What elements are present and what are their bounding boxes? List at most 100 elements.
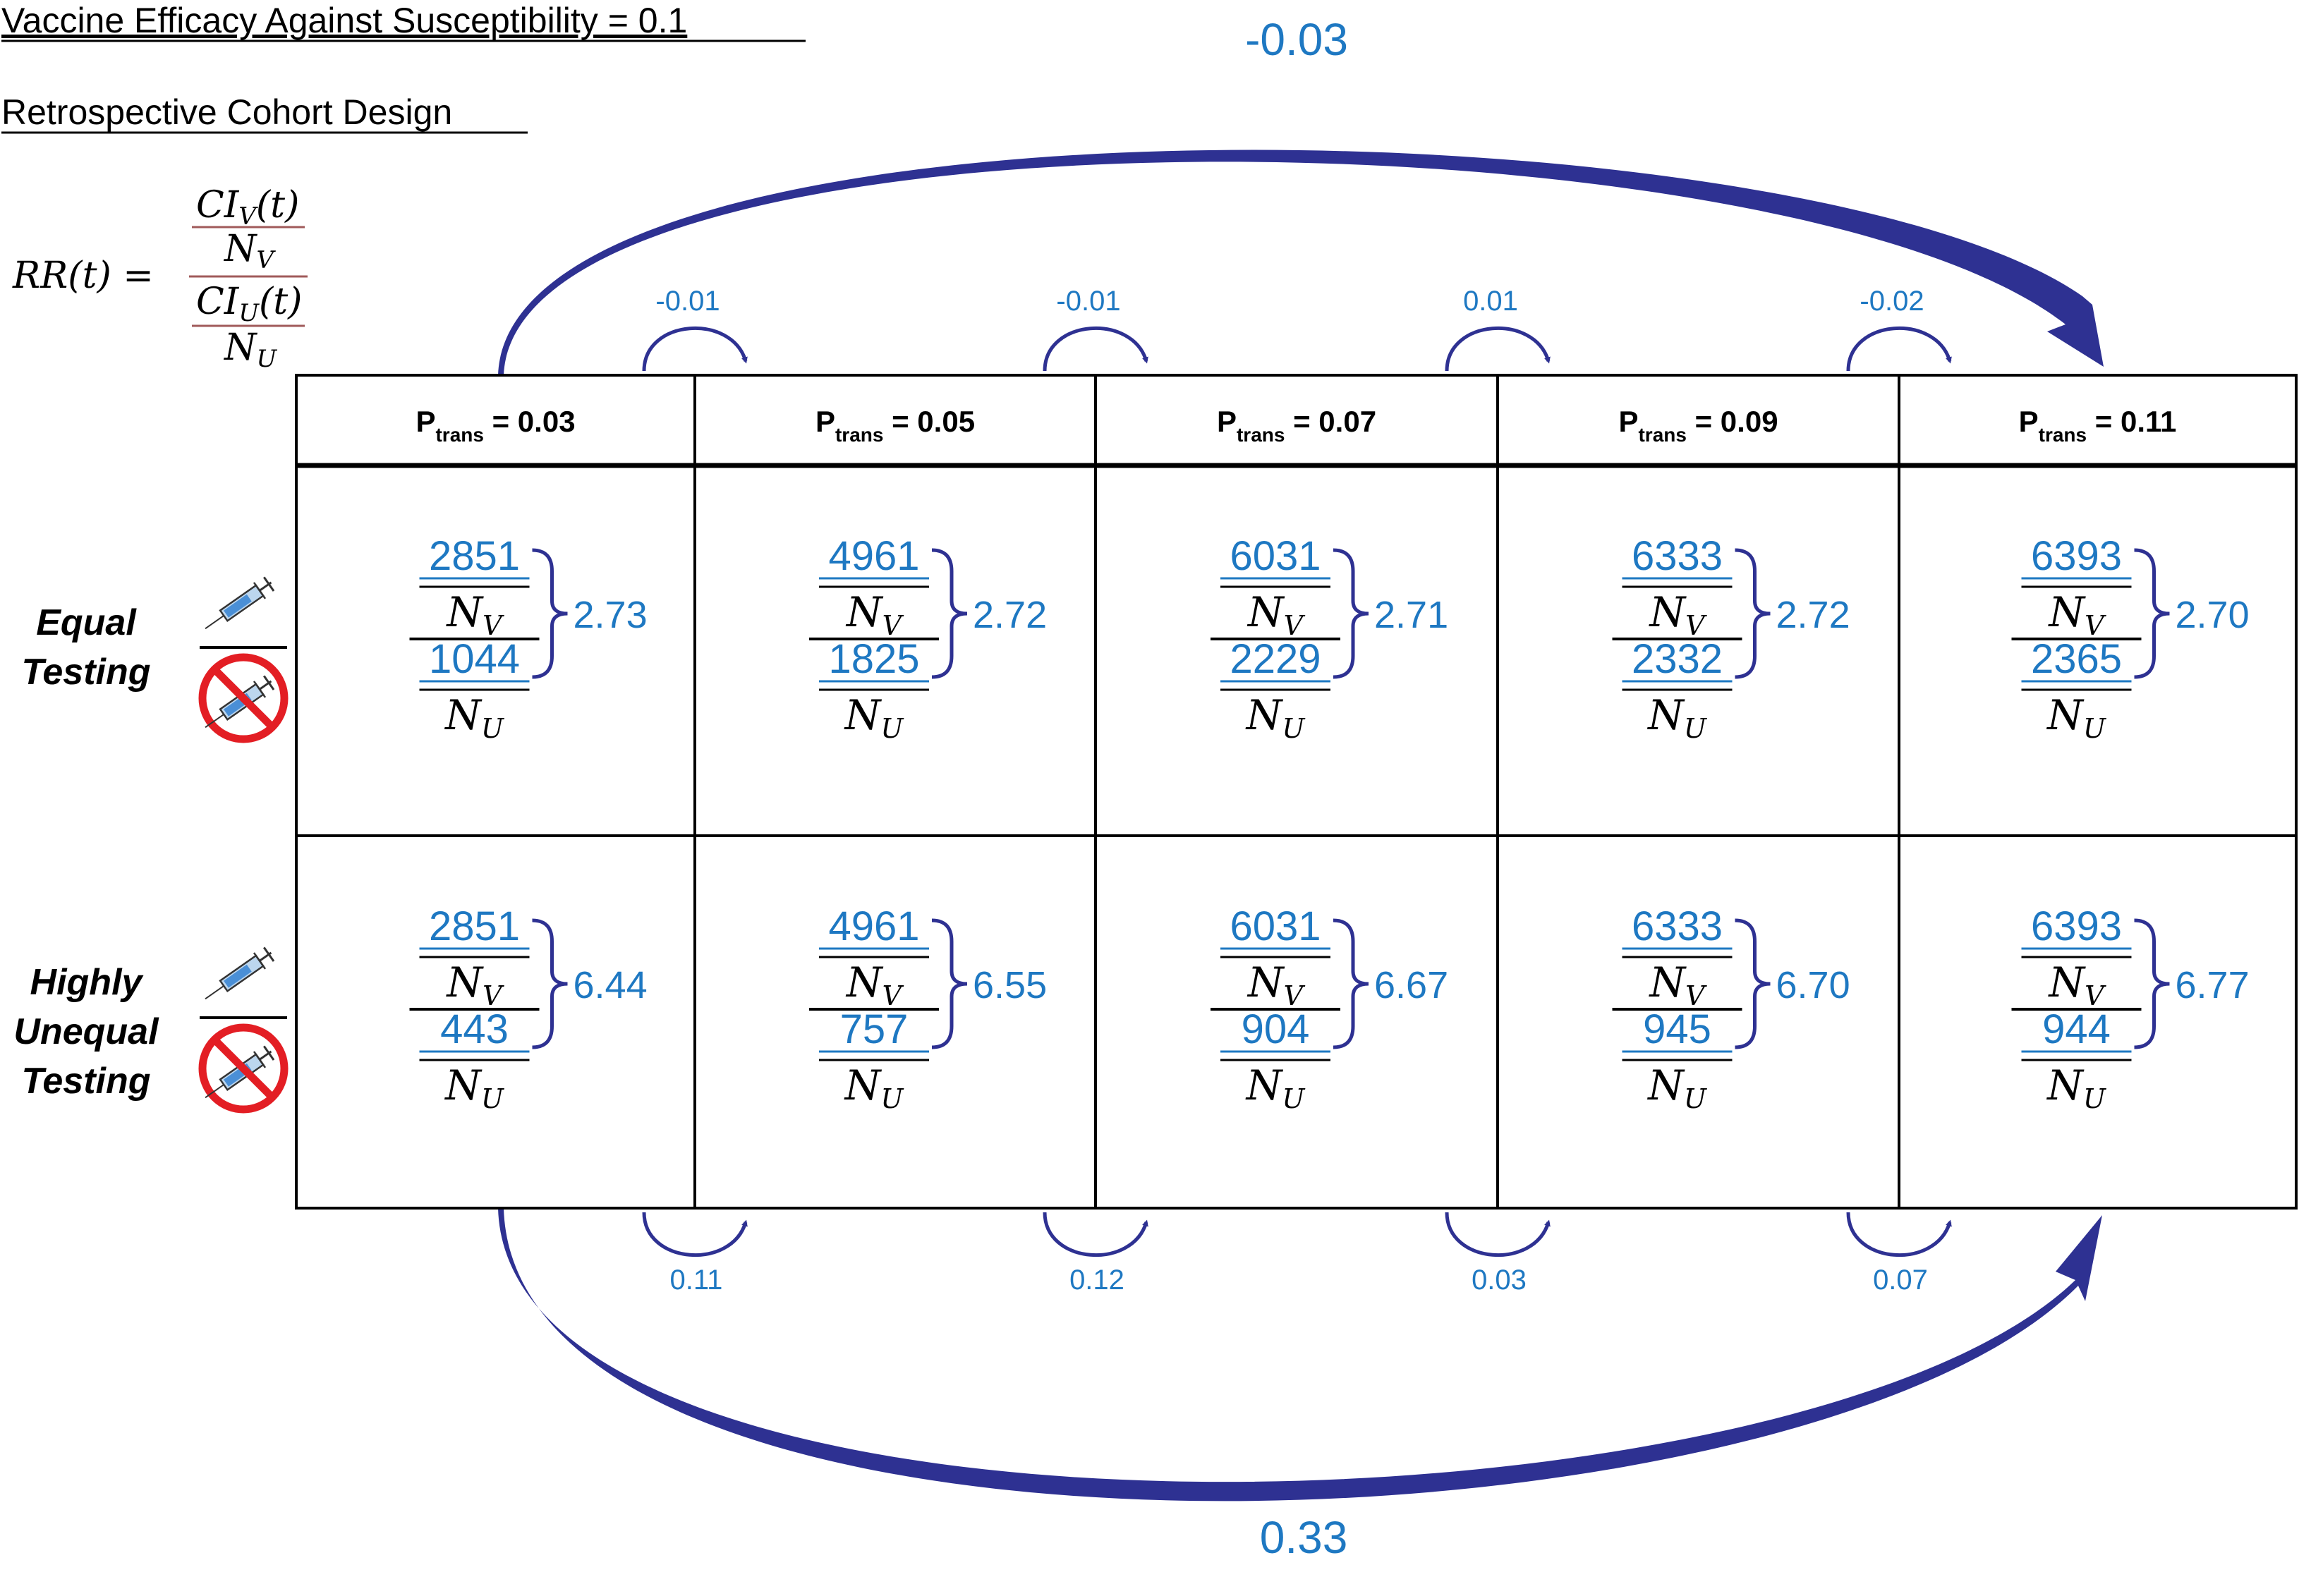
syringe-fluid [224, 594, 252, 618]
nu-label: NU [1245, 1061, 1306, 1114]
nu-label: NU [844, 691, 905, 744]
row-label-line: Testing [22, 1061, 151, 1102]
column-header-1: Ptrans = 0.05 [815, 405, 975, 446]
n-subscript: V [882, 610, 904, 641]
vaccinated-count: 6031 [1230, 533, 1321, 579]
n-symbol: N [1246, 958, 1285, 1006]
big-top-value: -0.03 [1245, 14, 1348, 65]
n-symbol: N [844, 691, 882, 739]
n-symbol: N [1245, 1061, 1284, 1109]
syringe-flange [253, 1051, 267, 1068]
rr-value: 2.70 [2176, 594, 2250, 636]
nv-label: NV [1648, 958, 1707, 1011]
n-symbol: N [444, 691, 483, 739]
column-header-0: Ptrans = 0.03 [415, 405, 575, 446]
column-value: = 0.03 [484, 405, 576, 438]
n-symbol: N [1245, 691, 1284, 739]
n-symbol: N [1646, 1061, 1685, 1109]
nu-label: NU [444, 691, 505, 744]
syringe-handle [263, 576, 275, 592]
rr-value: 6.44 [574, 964, 648, 1006]
vaccinated-count: 6393 [2031, 533, 2122, 579]
nv-label: NV [845, 958, 904, 1011]
rr-formula: RR(t) = CIV(t) NV CIU(t) NU [12, 184, 308, 373]
formula-num-top: CIV(t) [196, 184, 299, 231]
n-subscript: U [2083, 1083, 2107, 1114]
n-subscript: V [1685, 980, 1707, 1011]
brace [931, 918, 968, 1049]
unvaccinated-count: 1825 [828, 636, 919, 682]
unvaccinated-count: 945 [1643, 1006, 1711, 1052]
p-symbol: P [415, 405, 435, 438]
nv-label: NV [2047, 588, 2106, 641]
syringe-icon [205, 946, 275, 1000]
unvaccinated-count: 443 [440, 1006, 509, 1052]
vaccinated-count: 2851 [429, 533, 520, 579]
nv-label: NV [1246, 958, 1306, 1011]
n-subscript: U [1684, 713, 1708, 744]
n-subscript: V [2085, 610, 2106, 641]
top-arrow-value: -0.01 [655, 286, 720, 317]
results-grid [295, 374, 2298, 1210]
n-symbol: N [2046, 1061, 2085, 1109]
nu-label: NU [444, 1061, 505, 1114]
unvaccinated-count: 1044 [429, 636, 520, 682]
n-subscript: V [882, 980, 904, 1011]
column-value: = 0.09 [1687, 405, 1778, 438]
column-header-2: Ptrans = 0.07 [1217, 405, 1376, 446]
n-symbol: N [844, 1061, 882, 1109]
column-value: = 0.07 [1285, 405, 1376, 438]
brace [1735, 548, 1771, 679]
vaccinated-count: 6031 [1230, 903, 1321, 949]
n-subscript: V [1284, 610, 1306, 641]
top-arrow-2 [1445, 326, 1551, 372]
nu-label: NU [2046, 691, 2107, 744]
bottom-arrow-0 [642, 1212, 748, 1257]
big-bottom-arrow [498, 1208, 2102, 1501]
bottom-arrow-2 [1445, 1212, 1551, 1257]
prohibit-slash [212, 667, 274, 729]
brace [931, 548, 968, 679]
top-arrow-3 [1846, 326, 1952, 372]
prohibit-slash [212, 1037, 274, 1099]
big-bottom-value: 0.33 [1260, 1512, 1348, 1563]
brace [2134, 548, 2170, 679]
p-subscript: trans [1237, 424, 1285, 446]
n-symbol: N [1246, 588, 1285, 636]
row-label-line: Unequal [13, 1011, 159, 1052]
n-subscript: U [2083, 713, 2107, 744]
rr-value: 6.67 [1374, 964, 1448, 1006]
brace [1333, 548, 1369, 679]
top-arrow-value: -0.01 [1056, 286, 1120, 317]
n-subscript: U [880, 713, 904, 744]
syringe-fluid [224, 964, 252, 988]
n-subscript: V [483, 610, 504, 641]
brace [1735, 918, 1771, 1049]
bottom-arrow-3 [1846, 1212, 1952, 1257]
formula-den-bottom: NU [223, 327, 278, 373]
nv-label: NV [445, 958, 504, 1011]
syringe-handle [263, 675, 275, 690]
unvaccinated-count: 757 [840, 1006, 909, 1052]
bottom-arrow-value: 0.07 [1873, 1265, 1928, 1296]
nu-label: NU [844, 1061, 905, 1114]
unvaccinated-count: 2229 [1230, 636, 1321, 682]
p-subscript: trans [2039, 424, 2087, 446]
n-symbol: N [445, 958, 484, 1006]
n-subscript: V [483, 980, 504, 1011]
vaccinated-count: 4961 [828, 533, 919, 579]
p-symbol: P [1217, 405, 1237, 438]
unvaccinated-count: 944 [2042, 1006, 2111, 1052]
n-subscript: U [880, 1083, 904, 1114]
page-title: Vaccine Efficacy Against Susceptibility … [1, 1, 687, 40]
rr-value: 2.72 [973, 594, 1047, 636]
brace [2134, 918, 2170, 1049]
